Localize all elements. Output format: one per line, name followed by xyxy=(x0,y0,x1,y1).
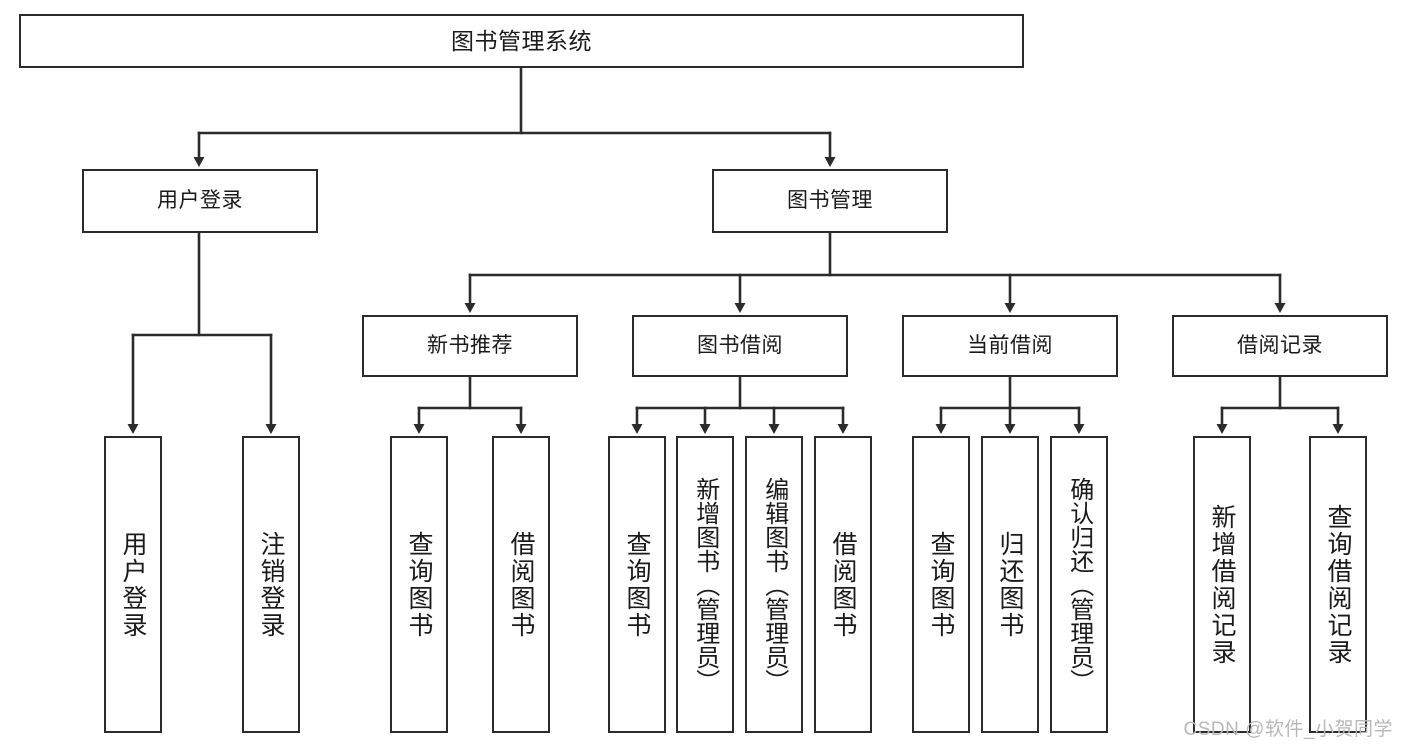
node-borrow-record[interactable]: 借阅记录 xyxy=(1172,315,1388,377)
node-label: 注销登录 xyxy=(257,530,285,639)
leaf-borrow-borrow-book[interactable]: 借阅图书 xyxy=(814,436,872,733)
node-label: 用户登录 xyxy=(119,530,147,639)
watermark: CSDN @软件_小贺同学 xyxy=(1183,719,1393,740)
node-current-borrow[interactable]: 当前借阅 xyxy=(902,315,1118,377)
leaf-record-add-record[interactable]: 新增借阅记录 xyxy=(1193,436,1251,733)
node-label: 查询图书 xyxy=(623,530,651,639)
node-root-system[interactable]: 图书管理系统 xyxy=(19,14,1024,68)
node-label: 借阅图书 xyxy=(829,530,857,639)
node-label: 新书推荐 xyxy=(427,333,513,357)
leaf-user-login-signout[interactable]: 注销登录 xyxy=(242,436,300,733)
leaf-recommend-query-book[interactable]: 查询图书 xyxy=(390,436,448,733)
node-label: 用户登录 xyxy=(157,188,243,212)
node-book-management[interactable]: 图书管理 xyxy=(712,169,948,233)
node-label: 当前借阅 xyxy=(967,333,1053,357)
node-label: 新增图书（管理员） xyxy=(691,476,719,693)
leaf-recommend-borrow-book[interactable]: 借阅图书 xyxy=(492,436,550,733)
node-label: 查询借阅记录 xyxy=(1324,503,1352,666)
node-label: 编辑图书（管理员） xyxy=(760,476,788,693)
leaf-borrow-add-book-admin[interactable]: 新增图书（管理员） xyxy=(676,436,734,733)
leaf-borrow-edit-book-admin[interactable]: 编辑图书（管理员） xyxy=(745,436,803,733)
node-label: 查询图书 xyxy=(405,530,433,639)
node-user-login[interactable]: 用户登录 xyxy=(82,169,318,233)
node-label: 图书借阅 xyxy=(697,333,783,357)
leaf-current-query-book[interactable]: 查询图书 xyxy=(912,436,970,733)
node-label: 归还图书 xyxy=(996,530,1024,639)
leaf-current-confirm-return-admin[interactable]: 确认归还（管理员） xyxy=(1050,436,1108,733)
leaf-user-login-signin[interactable]: 用户登录 xyxy=(104,436,162,733)
node-label: 新增借阅记录 xyxy=(1208,503,1236,666)
node-label: 借阅记录 xyxy=(1237,333,1323,357)
node-label: 图书管理 xyxy=(787,188,873,212)
node-book-borrow[interactable]: 图书借阅 xyxy=(632,315,848,377)
node-label: 借阅图书 xyxy=(507,530,535,639)
node-label: 确认归还（管理员） xyxy=(1065,476,1093,693)
node-label: 查询图书 xyxy=(927,530,955,639)
leaf-borrow-query-book[interactable]: 查询图书 xyxy=(608,436,666,733)
leaf-record-query-record[interactable]: 查询借阅记录 xyxy=(1309,436,1367,733)
node-label: 图书管理系统 xyxy=(451,27,592,54)
node-new-book-recommend[interactable]: 新书推荐 xyxy=(362,315,578,377)
leaf-current-return-book[interactable]: 归还图书 xyxy=(981,436,1039,733)
